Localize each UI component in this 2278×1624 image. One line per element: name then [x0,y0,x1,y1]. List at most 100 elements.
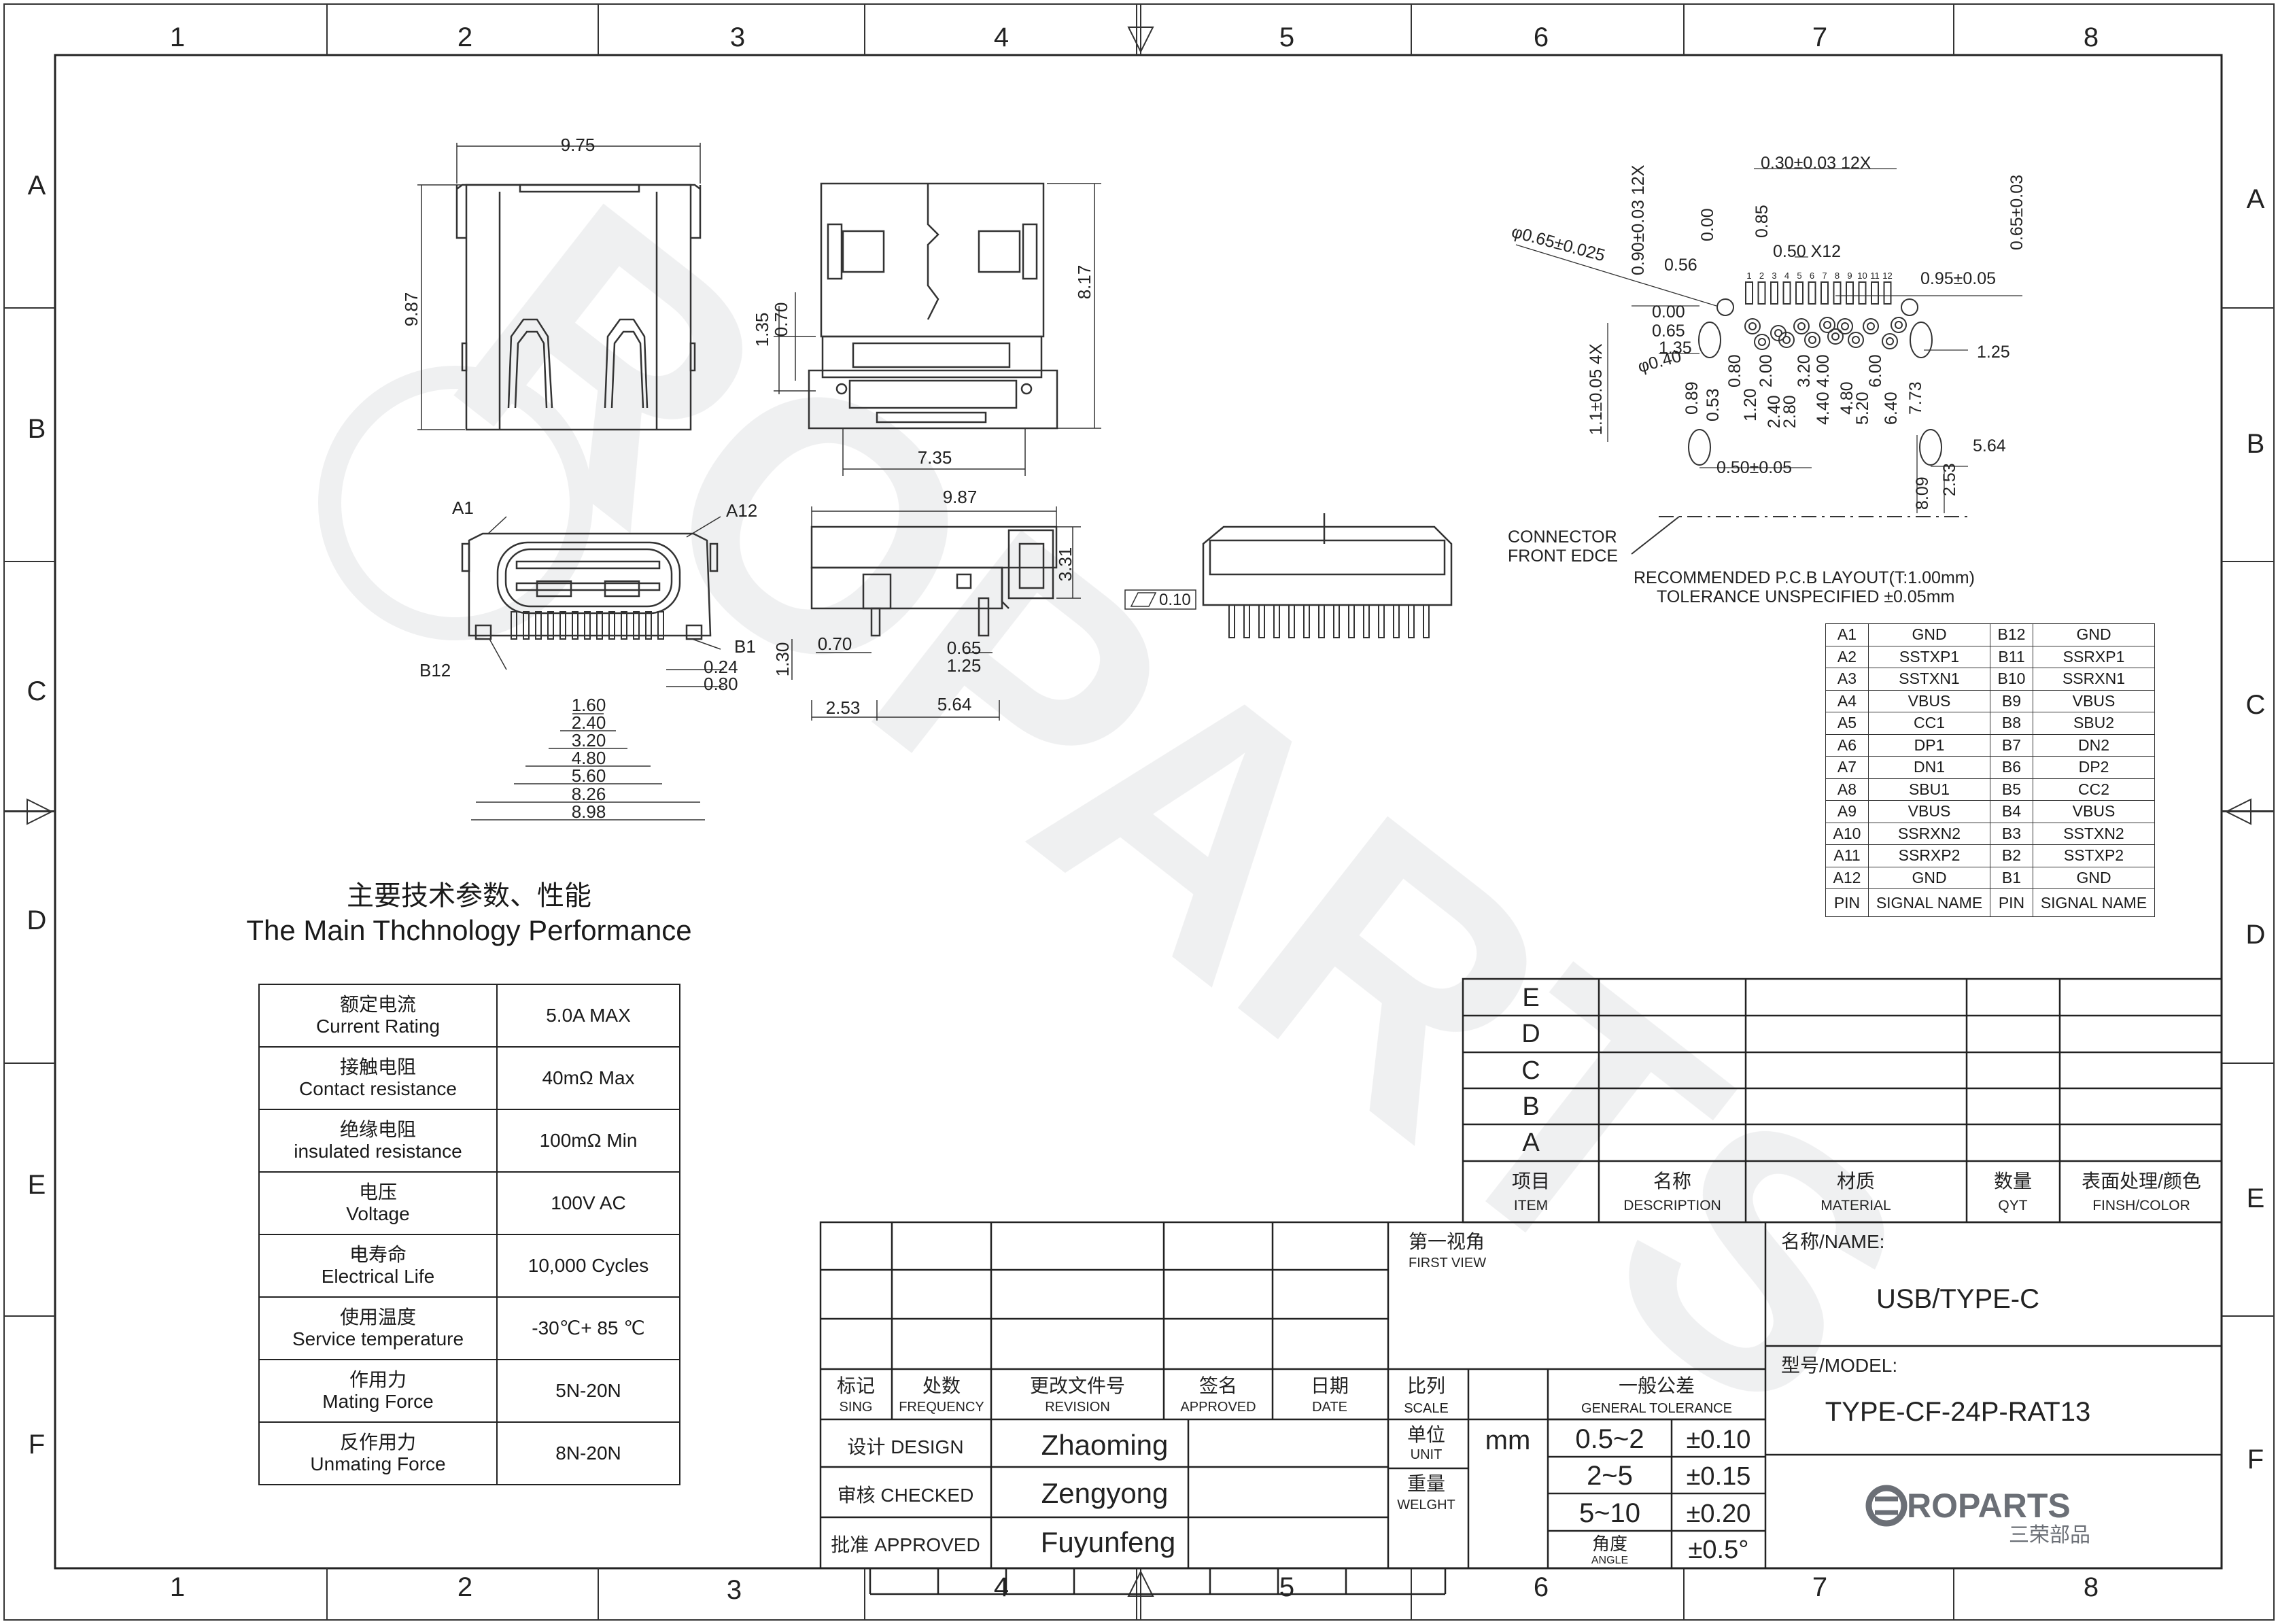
pin-id: A12 [1825,866,1869,889]
pcb-pad [1745,281,1753,305]
pcb-pad [1846,281,1854,305]
front-view [808,182,1058,430]
front-edge-label: FRONT EDCE [1508,547,1618,566]
approved-label: 批准 APPROVED [831,1534,980,1555]
rev-revision-en: REVISION [1045,1400,1110,1415]
pcb-564: 5.64 [1973,436,2006,455]
dim-side-125: 1.25 [947,655,982,676]
weight-zh: 重量 [1407,1473,1445,1494]
connector-pin [608,611,615,640]
pcb-hole [1804,332,1820,348]
first-view-zh: 第一视角 [1409,1231,1485,1252]
pcb-pad-number: 6 [1810,271,1814,281]
signal-name: GND [1868,866,1990,889]
zone-col-2-top: 2 [458,22,472,52]
flatness-value: 0.10 [1159,591,1191,609]
pcb-v-120: 1.20 [1741,388,1760,421]
pin-id: B9 [1990,689,2033,712]
param-value: -30℃+ 85 ℃ [496,1296,680,1360]
approved-name: Fuyunfeng [1041,1526,1175,1558]
signal-name: VBUS [1868,800,1990,823]
pcb-pad-number: 3 [1772,271,1776,281]
pitch-560: 5.60 [572,765,606,786]
pcb-v-200: 2.00 [1757,354,1776,387]
dim-side-130: 1.30 [772,642,793,677]
zone-row-E-right: E [2247,1184,2265,1213]
pcb-v-480: 4.80 [1837,381,1857,415]
rev-sign-zh: 标记 [837,1375,875,1396]
signal-name: CC1 [1868,712,1990,735]
zone-row-B-left: B [28,414,46,444]
rev-revision-zh: 更改文件号 [1030,1375,1125,1396]
pcb-pad-number: 11 [1870,271,1880,281]
zone-col-1-top: 1 [170,22,185,52]
bom-row-b: B [1522,1092,1539,1121]
rev-freq-zh: 处数 [922,1375,961,1396]
pcb-v-280: 2.80 [1780,395,1799,428]
pcb-hole [1827,328,1844,345]
pin-id: A8 [1825,778,1869,801]
pcb-v-400: 4.00 [1814,354,1833,387]
connector-pin [1228,604,1235,638]
pcb-pin-width: 0.30±0.03 12X [1761,154,1871,173]
pcb-pad-number: 1 [1746,271,1751,281]
connector-pin [1393,604,1400,638]
signal-name: VBUS [2033,689,2155,712]
pcb-hole [1793,318,1810,334]
pcb-layout-dims [1515,168,2022,513]
dim-024: 0.24 [704,657,738,677]
design-label: 设计 DESIGN [847,1436,963,1457]
param-value: 100V AC [496,1171,680,1235]
connector-pin [572,611,579,640]
pcb-809: 8.09 [1913,477,1932,510]
pcb-pad-number: 9 [1847,271,1852,281]
dim-080: 0.80 [704,674,738,694]
checked-label: 审核 CHECKED [838,1485,974,1506]
pcb-pad [1871,281,1879,305]
design-name: Zhaoming [1041,1429,1169,1461]
dim-front-135: 1.35 [752,313,772,347]
column-header: PIN [1990,888,2033,917]
pcb-hole-inner [1895,321,1903,329]
pin-id: B4 [1990,800,2033,823]
connector-pin [1288,604,1295,638]
pcb-pad-number: 5 [1797,271,1801,281]
scale-en: SCALE [1404,1401,1449,1416]
connector-pin [657,611,664,640]
pin-id: B1 [1990,866,2033,889]
pin-id: A2 [1825,645,1869,668]
zone-row-C-left: C [27,676,47,706]
pcb-recommended: RECOMMENDED P.C.B LAYOUT(T:1.00mm) [1634,568,1975,587]
rev-sign-en: SING [840,1400,873,1415]
pcb-hole-inner [1841,322,1849,330]
bom-material-zh: 材质 [1837,1171,1875,1192]
model-label: 型号/MODEL: [1781,1355,1897,1376]
zone-col-1-bottom: 1 [170,1572,185,1602]
label-b1: B1 [734,636,756,657]
signal-name: SSRXN2 [1868,822,1990,845]
pcb-hole-inner [1823,321,1831,329]
signal-name: SSTXN1 [1868,668,1990,691]
unit-value: mm [1485,1426,1531,1455]
column-header: SIGNAL NAME [1868,888,1990,917]
dim-front-735: 7.35 [918,447,952,468]
pcb-056: 0.56 [1664,256,1697,275]
pcb-253: 2.53 [1940,463,1959,496]
pcb-pads [1744,281,1907,350]
zone-col-3-top: 3 [730,22,745,52]
zone-col-8-top: 8 [2084,22,2099,52]
zone-col-6-bottom: 6 [1534,1572,1549,1602]
pcb-v-089: 0.89 [1682,381,1702,415]
dim-top-height: 9.87 [401,292,421,327]
rev-date-zh: 日期 [1311,1375,1349,1396]
signal-name: VBUS [1868,689,1990,712]
signal-name: DP2 [2033,756,2155,779]
bom-qty-zh: 数量 [1994,1171,2032,1192]
pcb-hole [1819,317,1835,333]
